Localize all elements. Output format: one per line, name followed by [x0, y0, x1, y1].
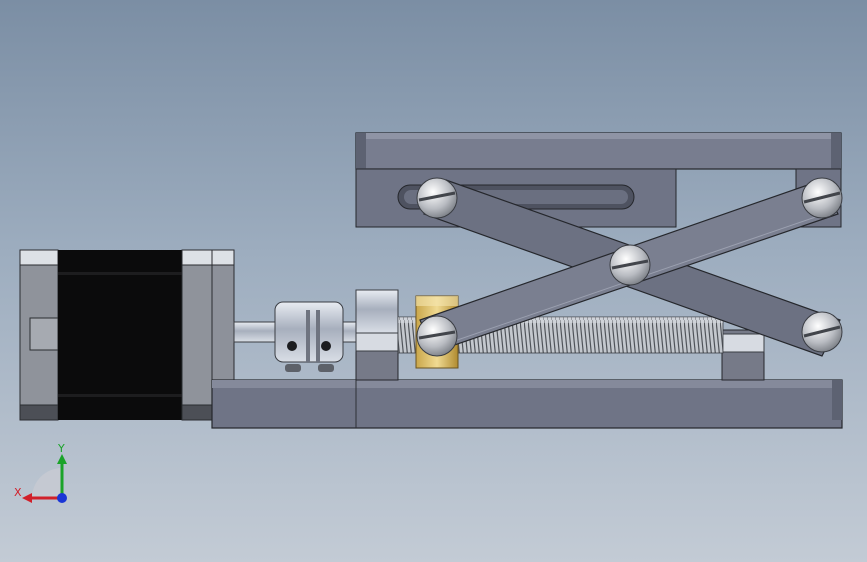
right-bearing-block: [721, 329, 765, 381]
left-bearing-block: [355, 289, 399, 381]
coordinate-triad: Y X: [14, 442, 67, 503]
shaft-coupling-icon: [274, 301, 358, 372]
pivot-screws: [416, 177, 843, 357]
z-axis-icon: [57, 493, 67, 503]
base-plate: [211, 379, 843, 429]
y-axis-label: Y: [57, 442, 65, 455]
stepper-motor-icon: [19, 249, 235, 421]
x-axis-label: X: [14, 486, 22, 499]
triad-plane: [32, 468, 62, 498]
